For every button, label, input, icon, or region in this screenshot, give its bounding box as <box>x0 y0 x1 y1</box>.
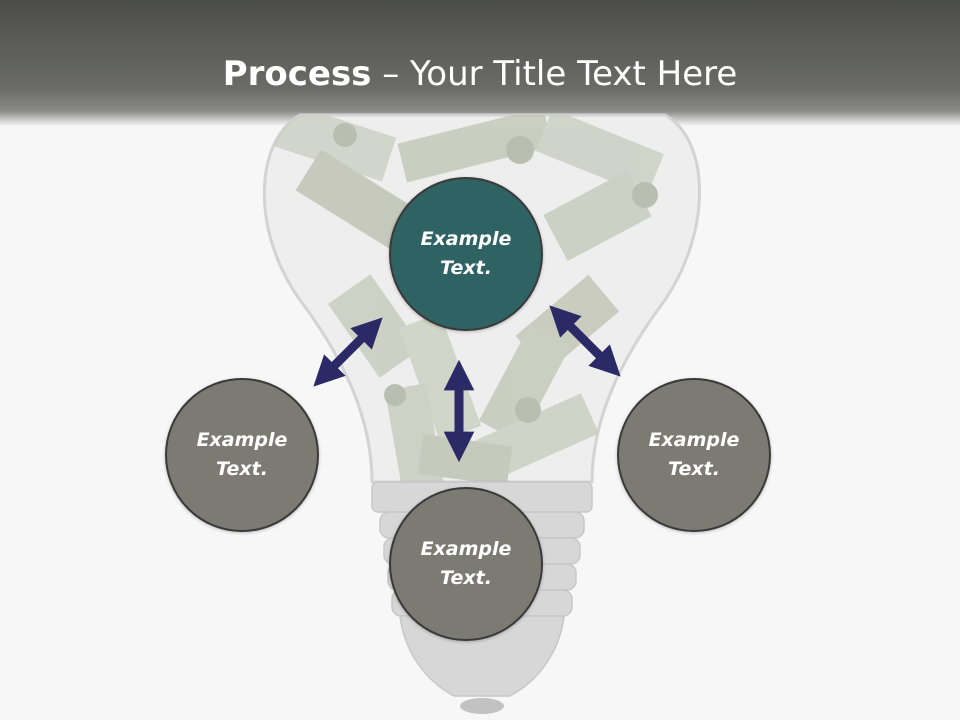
node-top-label: Example Text. <box>420 228 512 279</box>
title-rest: – Your Title Text Here <box>371 54 738 94</box>
title-bold: Process <box>222 54 372 94</box>
node-bottom[interactable]: Example Text. <box>389 487 543 641</box>
page-title: Process – Your Title Text Here <box>0 52 960 96</box>
node-bottom-label: Example Text. <box>420 538 512 589</box>
arrow-top-left <box>313 317 383 387</box>
node-top[interactable]: Example Text. <box>389 177 543 331</box>
title-bar <box>0 0 960 126</box>
node-left[interactable]: Example Text. <box>165 378 319 532</box>
node-right[interactable]: Example Text. <box>617 378 771 532</box>
node-left-label: Example Text. <box>196 429 288 480</box>
arrow-top-right <box>549 305 621 377</box>
node-right-label: Example Text. <box>648 429 740 480</box>
